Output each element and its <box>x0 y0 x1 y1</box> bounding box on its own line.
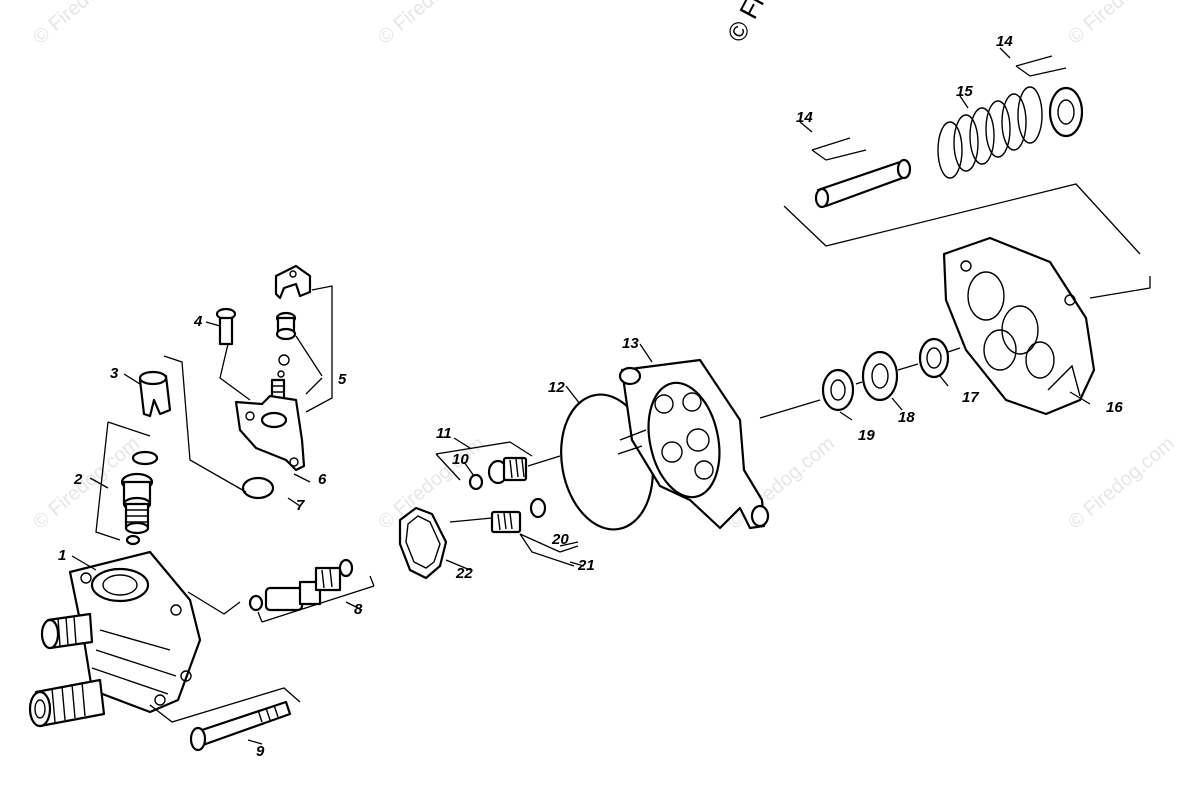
watermark-1: © Firedog.com <box>29 0 144 49</box>
label-part-2: 2 <box>73 471 83 488</box>
part-18-washer <box>861 350 899 402</box>
label-part-6: 6 <box>318 471 327 488</box>
label-part-14-right: 14 <box>996 33 1013 50</box>
label-part-16: 16 <box>1106 399 1123 416</box>
label-part-15: 15 <box>956 83 973 100</box>
label-part-17: 17 <box>962 389 979 406</box>
part-14-plunger-pin <box>811 137 912 209</box>
part-2-unloader-valve <box>95 421 159 546</box>
label-part-4: 4 <box>193 313 203 330</box>
line-spring-housing <box>783 183 1141 255</box>
part-3-cap <box>138 370 172 418</box>
label-part-1: 1 <box>58 547 66 564</box>
part-6-valve-body <box>219 343 306 472</box>
label-part-14-left: 14 <box>796 109 813 126</box>
part-7-o-ring <box>241 476 275 500</box>
watermark-7: © Firedog.com <box>1064 432 1179 533</box>
label-part-21: 21 <box>577 557 595 574</box>
part-labels: 1 2 3 4 5 6 7 8 9 10 11 12 13 14 14 15 1… <box>58 33 1123 760</box>
label-part-18: 18 <box>898 409 915 426</box>
label-part-11: 11 <box>436 425 452 442</box>
label-part-3: 3 <box>110 365 119 382</box>
label-part-7: 7 <box>296 497 305 514</box>
line-3-7 <box>163 355 247 493</box>
line-seals <box>855 347 961 385</box>
label-part-10: 10 <box>452 451 469 468</box>
label-part-20: 20 <box>551 531 569 548</box>
watermark-2: © Firedog.com <box>374 0 489 49</box>
label-part-8: 8 <box>354 601 363 618</box>
part-22-gasket <box>398 506 448 580</box>
part-5-relief-valve <box>270 264 333 413</box>
part-4-screw <box>215 307 237 346</box>
watermark-3: © Firedog.com <box>1064 0 1179 49</box>
part-10-11-inlet-valve <box>435 441 561 491</box>
label-part-22: 22 <box>455 565 473 582</box>
label-part-5: 5 <box>338 371 347 388</box>
label-part-9: 9 <box>256 743 265 760</box>
part-13-cylinder-head <box>617 358 821 530</box>
part-19-seal <box>821 368 855 412</box>
label-part-19: 19 <box>858 427 875 444</box>
part-16-housing <box>942 236 1151 416</box>
part-17-seal <box>918 337 950 379</box>
copyright-text: © Fire <box>721 0 781 47</box>
part-8-check-valve <box>187 558 375 623</box>
label-part-12: 12 <box>548 379 565 396</box>
part-20-21-outlet-valve <box>449 497 579 567</box>
part-14-retainer <box>1015 55 1084 138</box>
label-part-13: 13 <box>622 335 639 352</box>
leaders <box>71 47 1091 745</box>
part-15-spring <box>937 86 1043 179</box>
part-1-manifold-housing <box>28 550 202 728</box>
part-9-bolt <box>149 687 301 752</box>
